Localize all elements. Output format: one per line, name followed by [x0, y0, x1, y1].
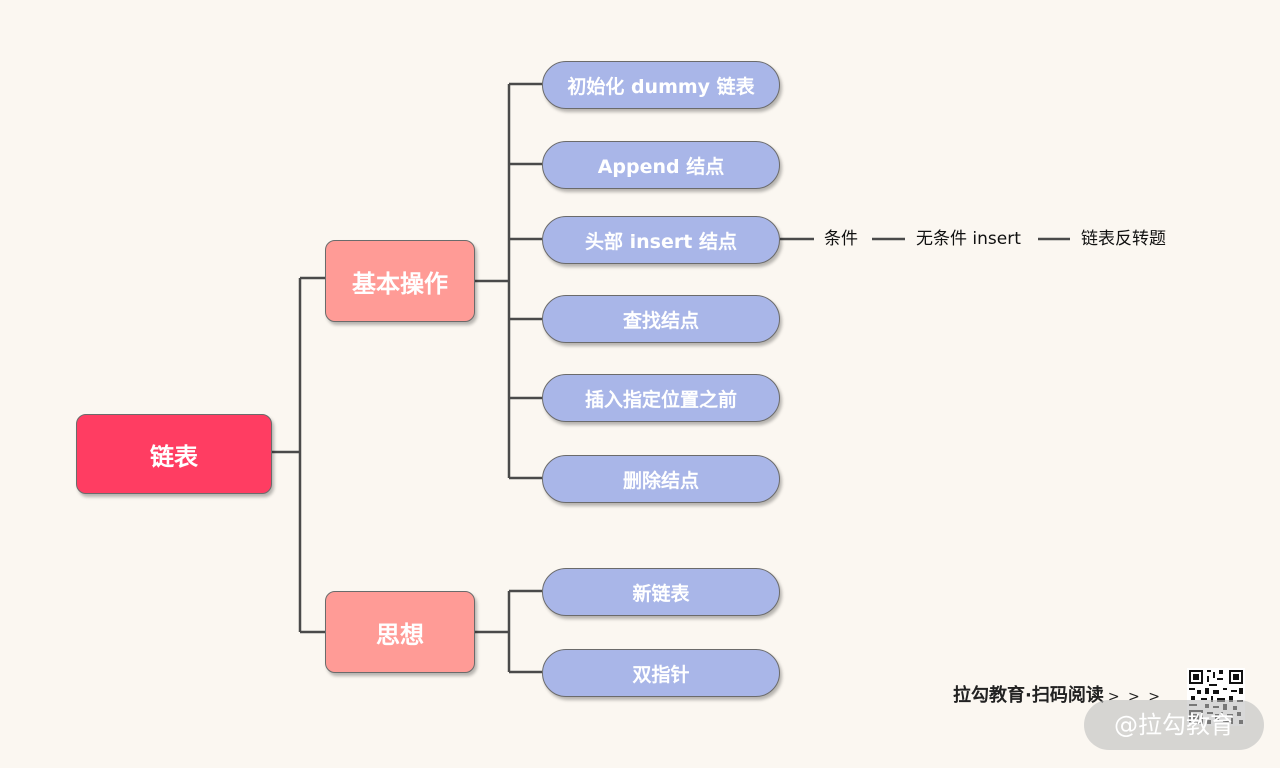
node-append: Append 结点 — [542, 141, 780, 189]
connector-basic-ops — [475, 82, 542, 480]
node-head-insert: 头部 insert 结点 — [542, 216, 780, 264]
connector-thinking — [475, 589, 542, 674]
node-two-pointers: 双指针 — [542, 649, 780, 697]
node-insert-before: 插入指定位置之前 — [542, 374, 780, 422]
chain-unconditional: 无条件 insert — [916, 229, 1021, 249]
node-delete: 删除结点 — [542, 455, 780, 503]
connector-root — [272, 276, 325, 634]
node-new-list: 新链表 — [542, 568, 780, 616]
root-node: 链表 — [76, 414, 272, 494]
branch-basic-ops: 基本操作 — [325, 240, 475, 322]
watermark-badge: @拉勾教育 — [1084, 700, 1264, 750]
branch-thinking: 思想 — [325, 591, 475, 673]
chain-reverse-list: 链表反转题 — [1081, 229, 1166, 249]
node-init-dummy: 初始化 dummy 链表 — [542, 61, 780, 109]
footer-caption-text: 拉勾教育·扫码阅读 — [953, 685, 1104, 706]
node-find: 查找结点 — [542, 295, 780, 343]
chain-condition: 条件 — [824, 229, 858, 249]
